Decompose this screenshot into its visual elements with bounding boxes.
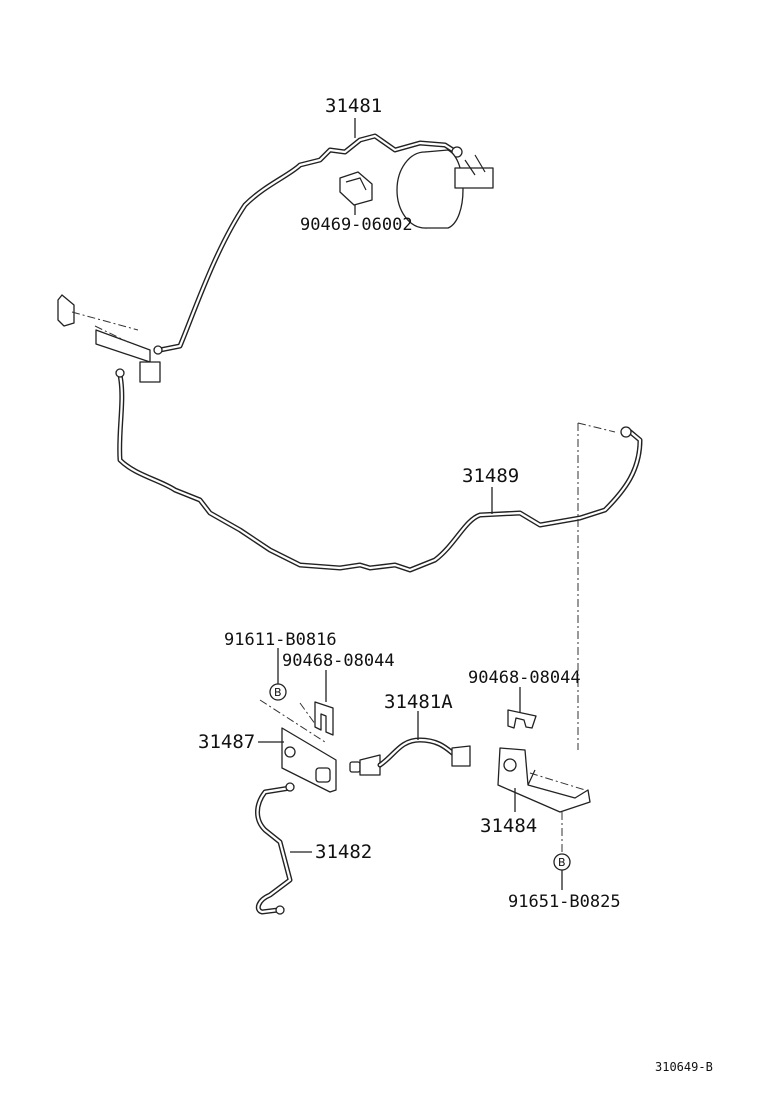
pipe-31489 <box>115 368 643 573</box>
label-31481: 31481 <box>325 95 382 117</box>
label-31482: 31482 <box>315 841 372 863</box>
hose-31481A <box>349 711 471 776</box>
bracket-31487 <box>258 699 337 793</box>
label-31489: 31489 <box>462 465 519 487</box>
clip-90468-08044-left <box>314 670 334 736</box>
brake-booster <box>396 149 494 229</box>
callout-b-right <box>553 853 571 890</box>
junction-bracket-left <box>57 294 161 383</box>
label-91651-B0825: 91651-B0825 <box>508 892 621 912</box>
pipe-31482 <box>255 782 312 915</box>
callout-letter-left: B <box>274 686 282 699</box>
pipe-31481 <box>153 133 463 355</box>
callout-b-left <box>269 648 287 701</box>
label-31484: 31484 <box>480 815 537 837</box>
alignment-line <box>577 422 616 750</box>
label-31487: 31487 <box>198 731 255 753</box>
label-31481A: 31481A <box>384 691 453 713</box>
label-91611-B0816: 91611-B0816 <box>224 630 337 650</box>
figure-id: 310649-B <box>655 1060 713 1074</box>
label-90468-08044-right: 90468-08044 <box>468 668 581 688</box>
clip-90469-06002 <box>339 171 373 215</box>
callout-letter-right: B <box>558 856 566 869</box>
label-90468-08044-left: 90468-08044 <box>282 651 395 671</box>
clip-90468-08044-right <box>507 687 537 729</box>
bracket-31484 <box>497 747 591 855</box>
label-90469-06002: 90469-06002 <box>300 215 413 235</box>
